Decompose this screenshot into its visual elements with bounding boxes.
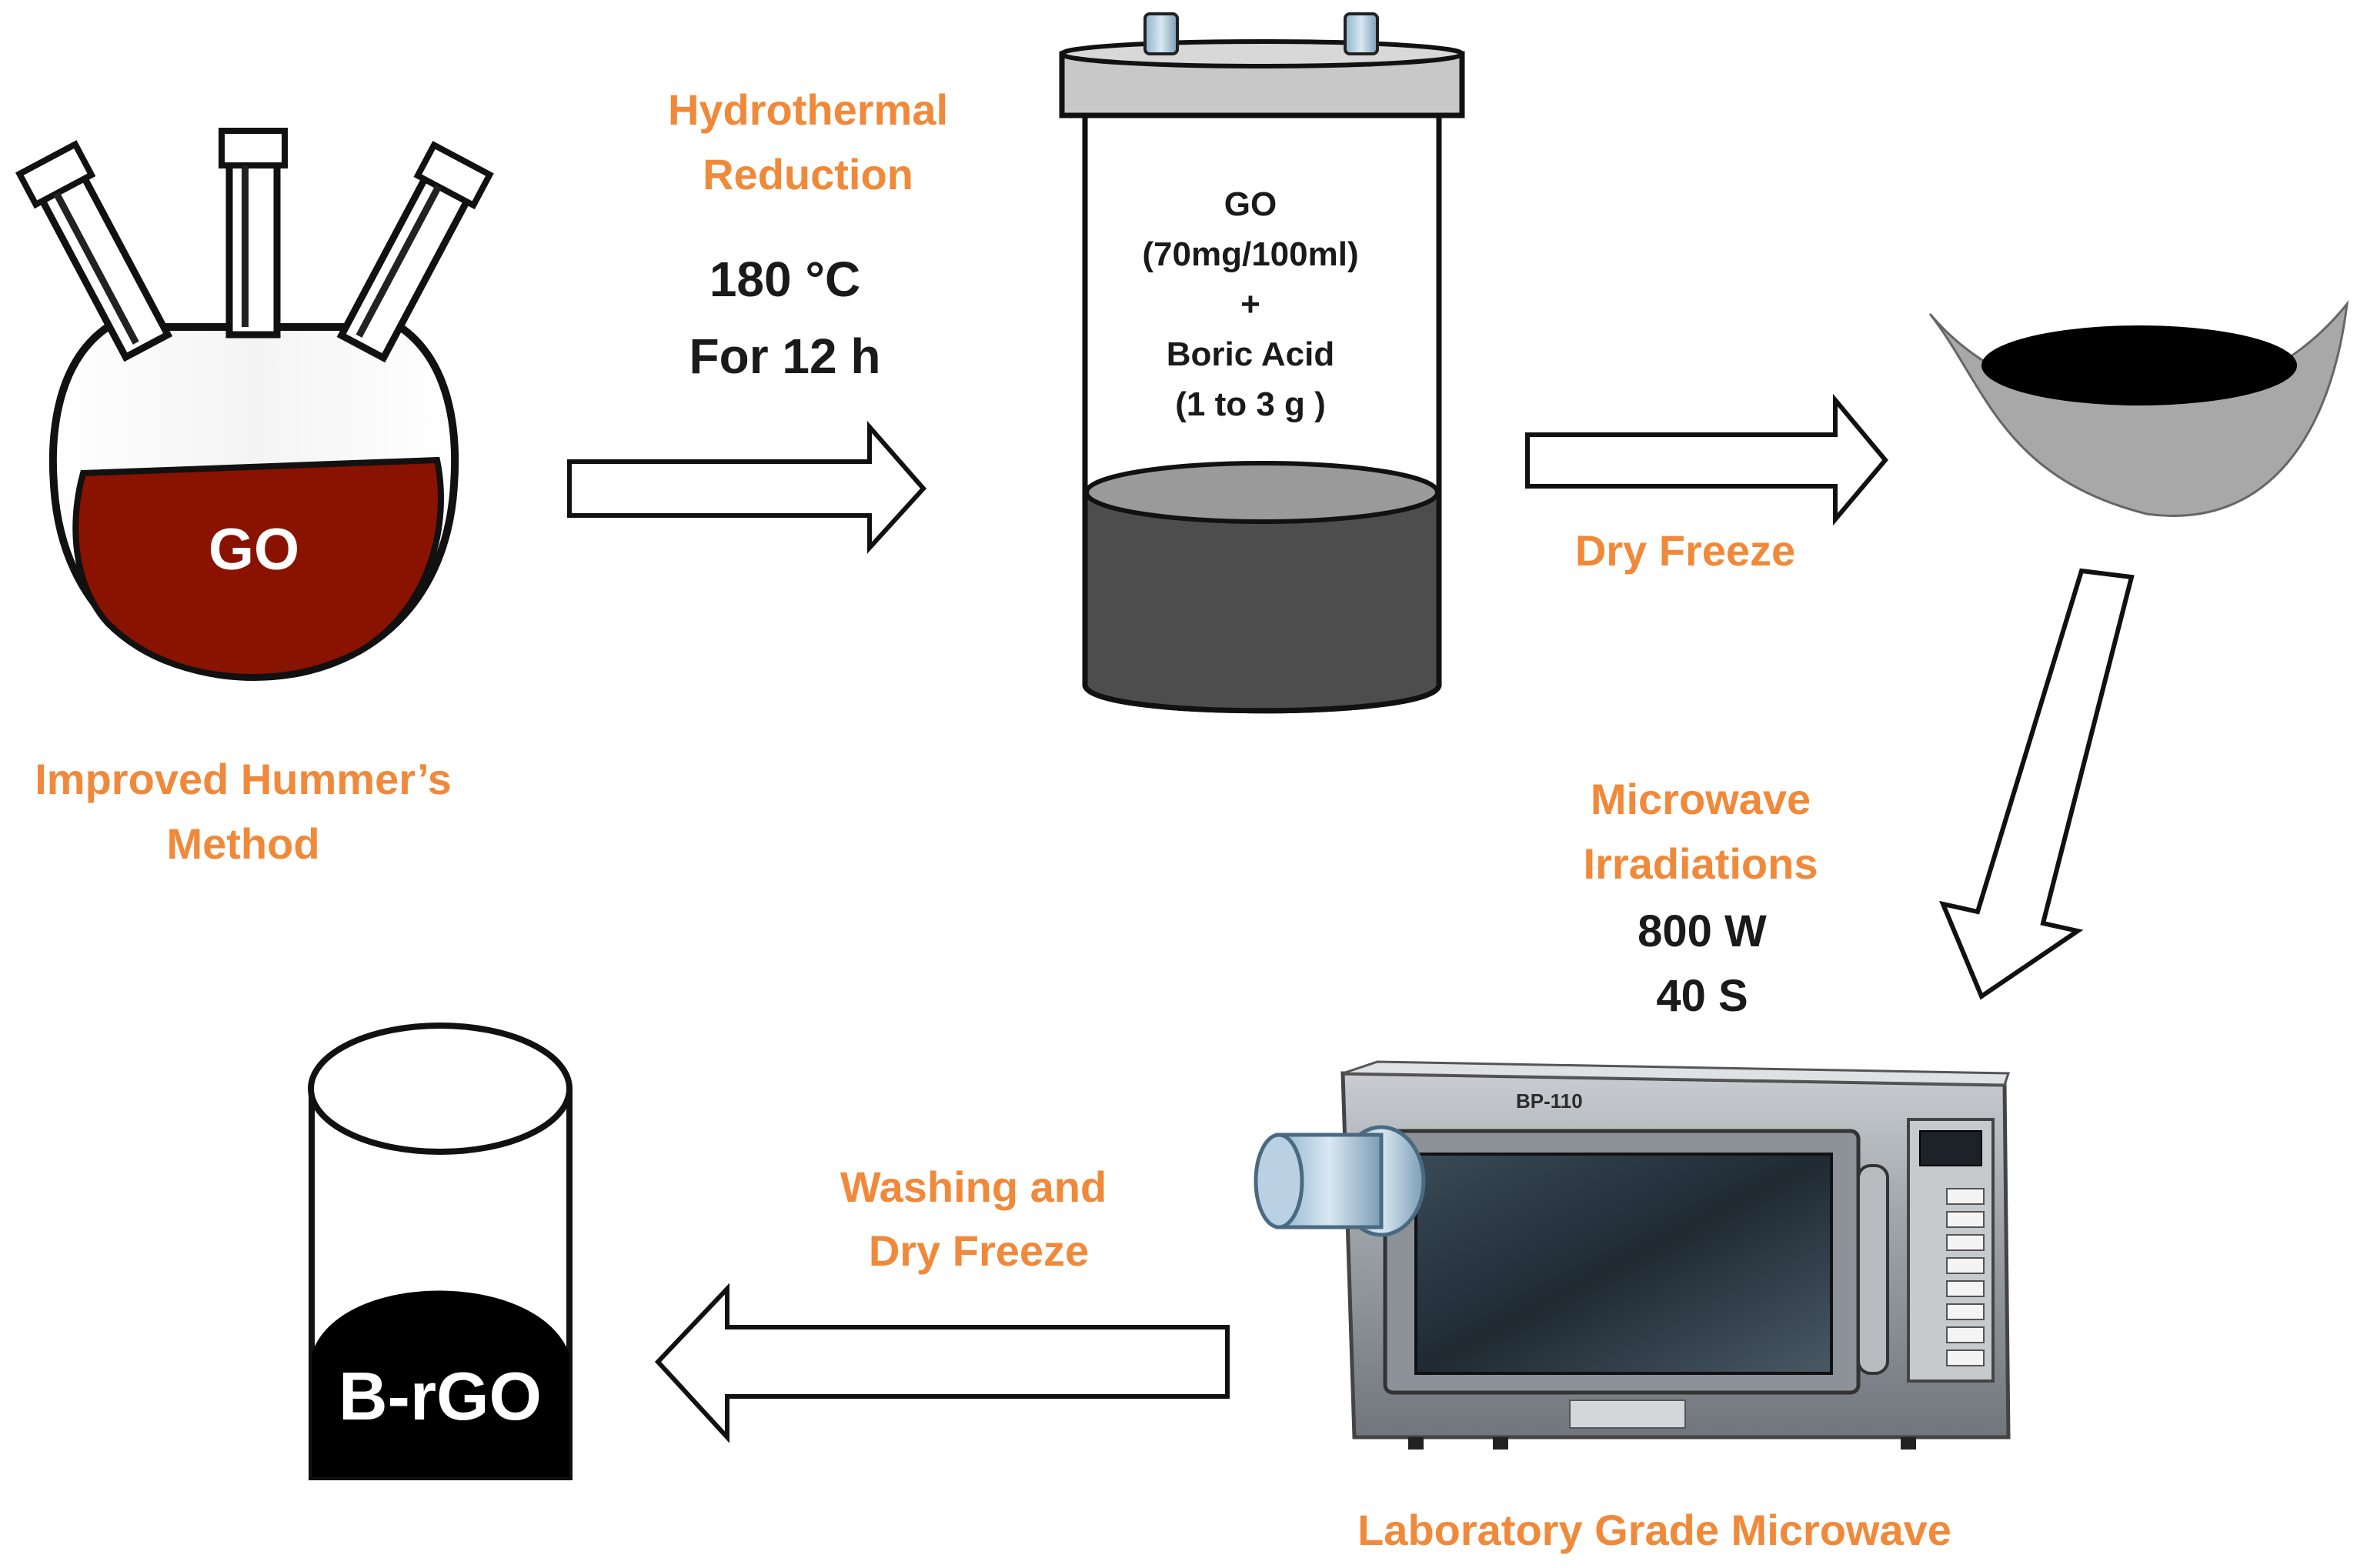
microwave-power: 800 W — [1638, 906, 1767, 956]
autoclave-vessel: GO (70mg/100ml) + Boric Acid (1 to 3 g ) — [1059, 12, 1465, 714]
valve-left — [1143, 12, 1179, 55]
autoclave-line2: (70mg/100ml) — [1142, 235, 1358, 273]
microwave-model: BP-110 — [1516, 1089, 1583, 1113]
three-neck-flask: GO — [15, 128, 494, 682]
autoclave-line5: (1 to 3 g ) — [1175, 385, 1326, 423]
name-plate — [1569, 1400, 1686, 1429]
flask-content-label: GO — [209, 517, 299, 582]
freeze-dry-dish — [1928, 299, 2349, 517]
hydrothermal-label-line2: Reduction — [703, 150, 913, 199]
flask-right-neck — [336, 141, 494, 363]
laboratory-microwave: BP-110 — [1254, 1060, 2011, 1450]
washing-label-line1: Washing and — [840, 1163, 1107, 1211]
microwave-duration: 40 S — [1656, 971, 1748, 1021]
go-solution — [72, 456, 444, 681]
method-label-line1: Improved Hummer’s — [35, 755, 452, 803]
hydrothermal-label-line1: Hydrothermal — [668, 85, 948, 134]
arrow-right-1 — [567, 421, 927, 554]
washing-label-line2: Dry Freeze — [869, 1226, 1089, 1275]
autoclave-line4: Boric Acid — [1167, 335, 1334, 373]
microwave-handle — [1857, 1164, 1889, 1375]
flask-left-neck — [15, 140, 173, 362]
arrow-down-diagonal — [1939, 568, 2135, 1000]
dried-product — [1981, 325, 2297, 405]
flask-center-neck — [225, 154, 281, 339]
microwave-label-line1: Microwave — [1591, 775, 1811, 823]
microwave-window — [1414, 1153, 1833, 1375]
valve-right — [1344, 12, 1379, 55]
microwave-caption: Laboratory Grade Microwave — [1357, 1506, 1951, 1554]
temperature-label: 180 °C — [709, 252, 860, 307]
microwave-label-line2: Irradiations — [1584, 839, 1818, 888]
keypad — [1946, 1188, 1985, 1366]
arrow-right-2 — [1525, 393, 1888, 526]
duration-label: For 12 h — [689, 329, 881, 384]
autoclave-line1: GO — [1224, 185, 1277, 223]
product-cylinder: B-rGO — [308, 1023, 573, 1480]
autoclave-line3: + — [1240, 285, 1260, 323]
display — [1919, 1130, 1982, 1166]
product-label: B-rGO — [339, 1358, 542, 1434]
method-label-line2: Method — [166, 819, 319, 868]
arrow-left — [654, 1283, 1230, 1443]
dry-freeze-label: Dry Freeze — [1575, 526, 1795, 575]
reaction-mixture — [1087, 492, 1437, 711]
b-rgo-product — [312, 1290, 569, 1477]
cylinder-top — [308, 1023, 573, 1155]
